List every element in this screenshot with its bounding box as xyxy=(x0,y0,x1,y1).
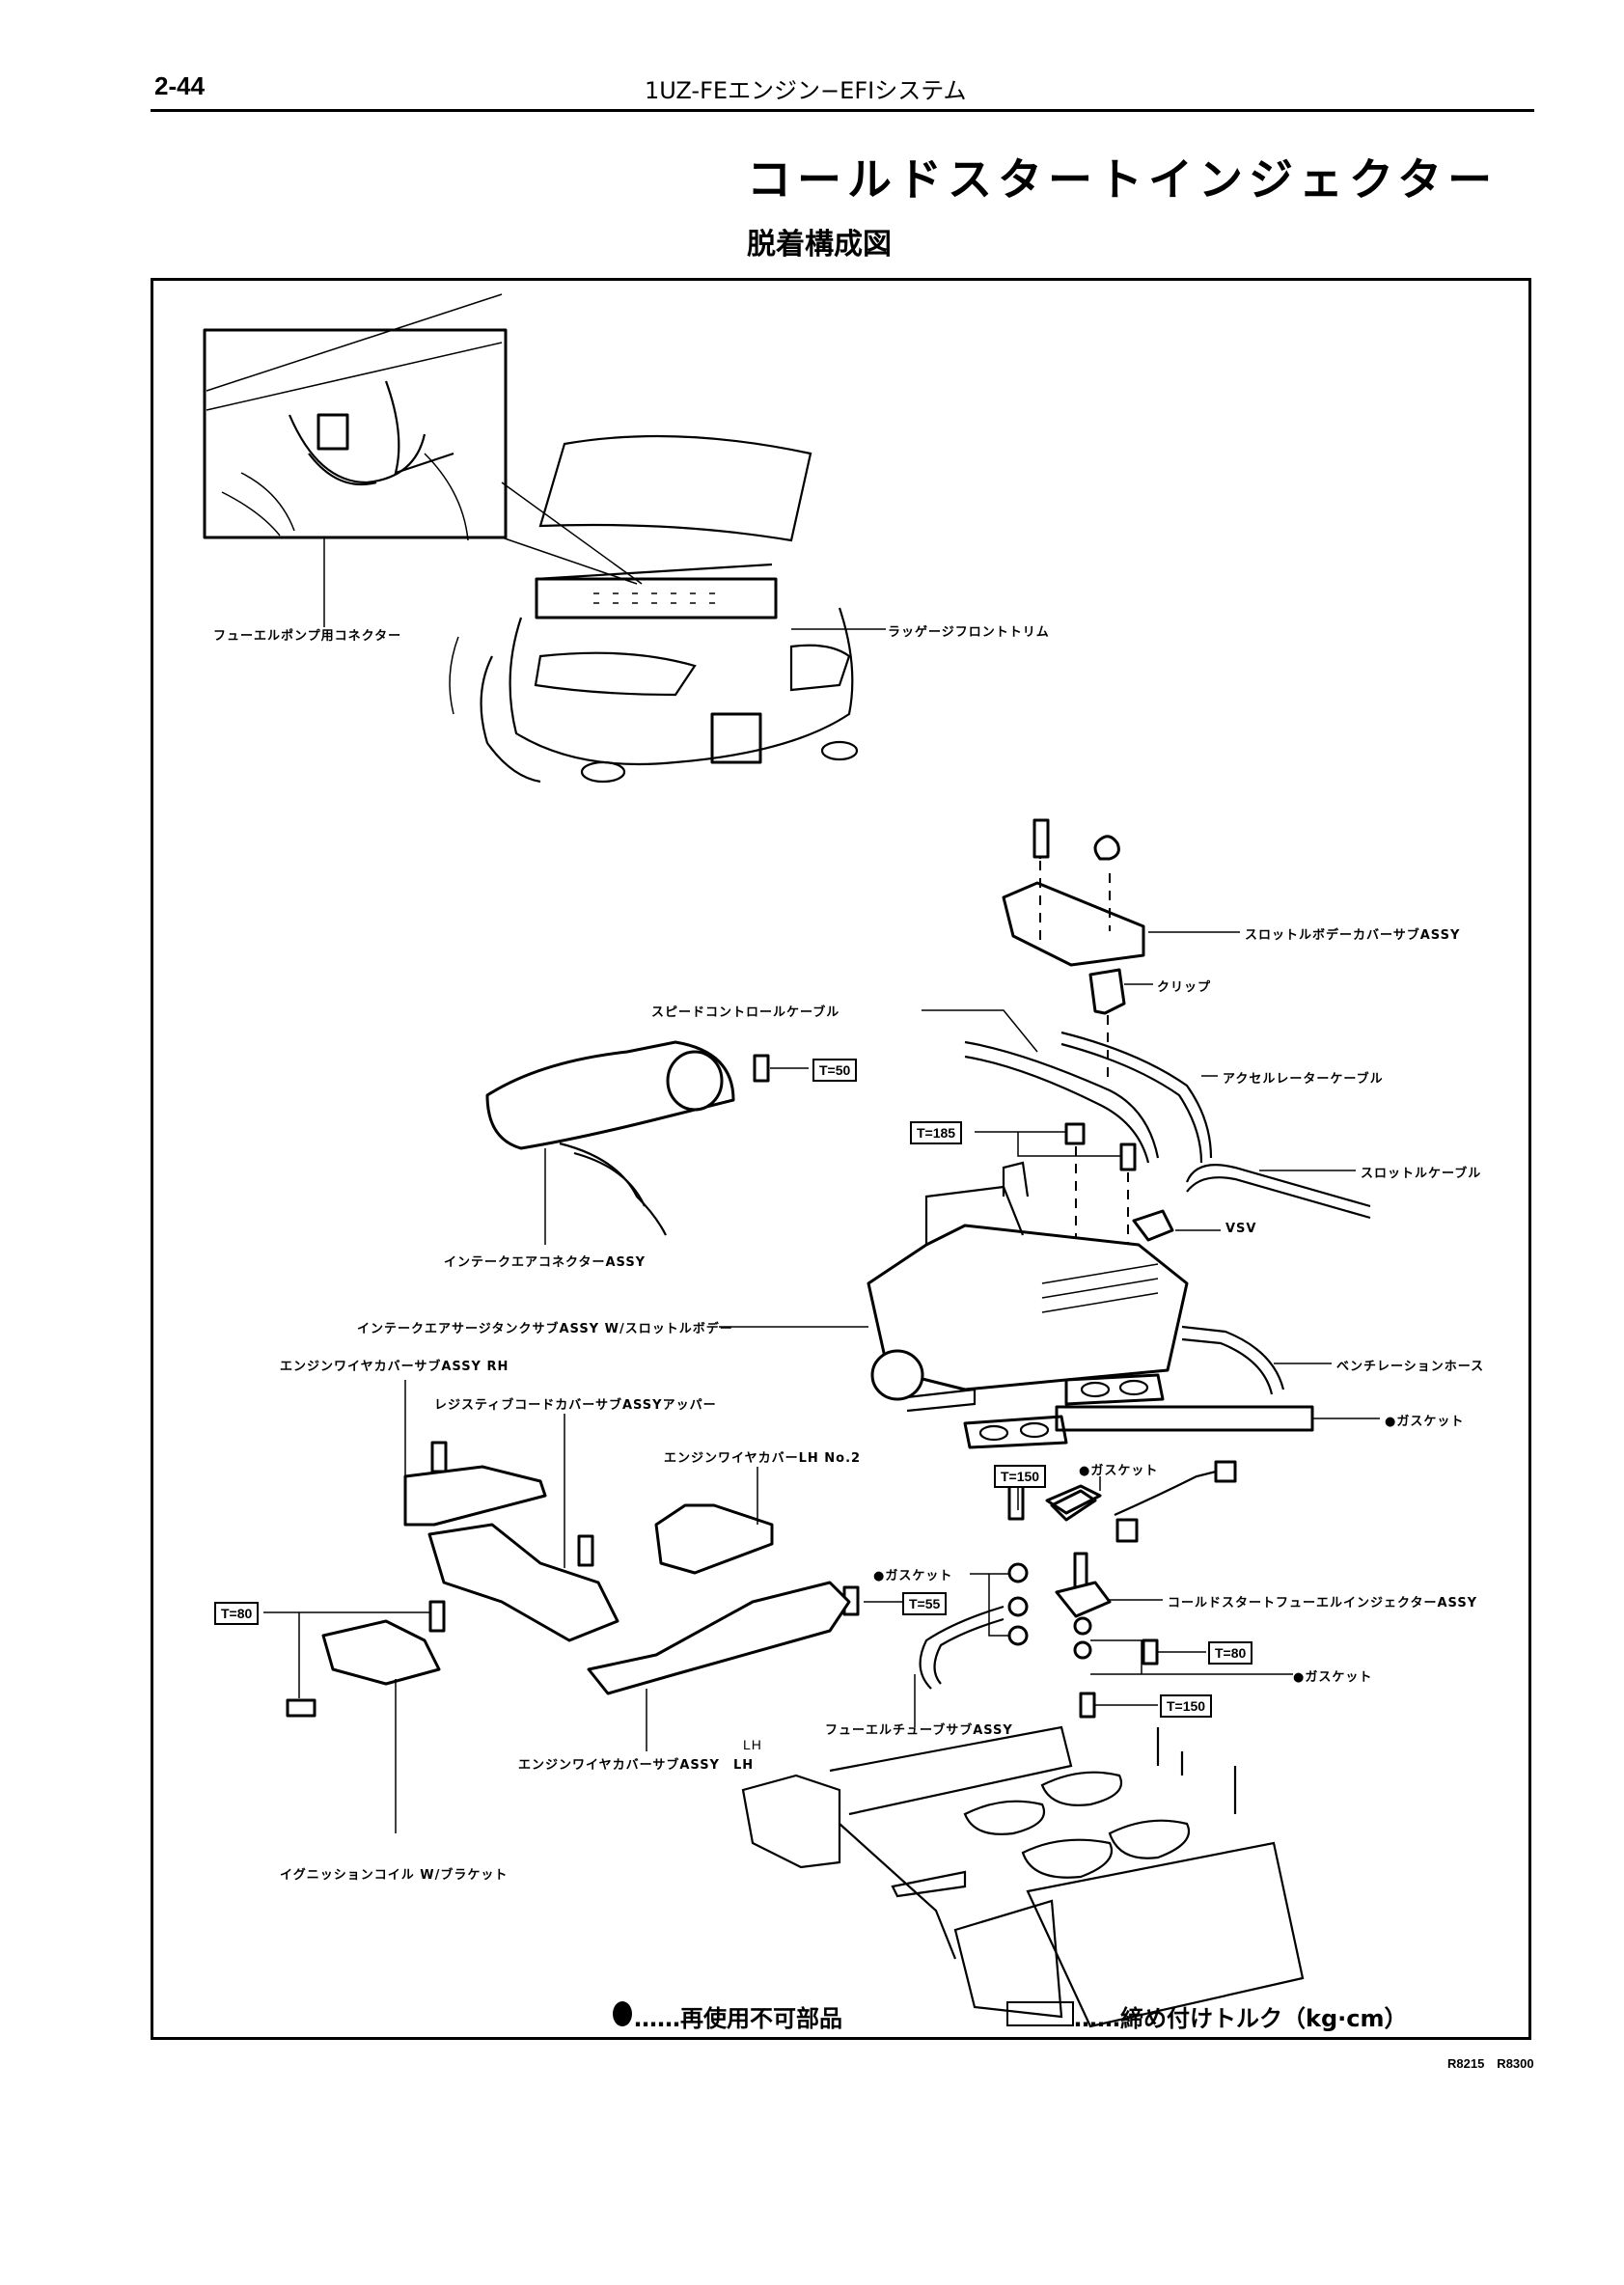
label-resistive-cord-cover: レジスティブコードカバーサブASSYアッパー xyxy=(434,1398,717,1413)
torque-box-t80-left: T=80 xyxy=(214,1602,260,1625)
resistive-cord-cover-part xyxy=(427,1523,619,1642)
label-fuel-tube: フューエルチューブサブASSY xyxy=(825,1723,1013,1738)
engine-block-illustration xyxy=(741,1725,1305,2028)
label-ignition-coil: イグニッションコイル W/ブラケット xyxy=(280,1868,509,1883)
label-gasket-union: ●ガスケット xyxy=(873,1569,953,1583)
label-vsv: VSV xyxy=(1225,1222,1257,1236)
ignition-coil-part xyxy=(321,1619,441,1686)
wire-cover-rh-part xyxy=(403,1465,547,1527)
clip-part xyxy=(1088,968,1126,1015)
section-title: 1UZ-FEエンジン−EFIシステム xyxy=(645,77,967,104)
ventilation-hose-part xyxy=(1181,1325,1285,1390)
non-reusable-dot-icon xyxy=(613,2001,632,2026)
car-rear-illustration xyxy=(449,434,859,784)
bolts xyxy=(286,1054,1159,1719)
label-throttle-body-cover: スロットルボデーカバーサブASSY xyxy=(1245,928,1461,943)
torque-box-t50: T=50 xyxy=(812,1059,858,1082)
page-number: 2-44 xyxy=(154,71,206,100)
diagram-frame xyxy=(151,278,1531,2040)
union-gaskets xyxy=(1007,1562,1029,1646)
label-accelerator-cable: アクセルレーターケーブル xyxy=(1223,1072,1384,1087)
label-clip: クリップ xyxy=(1157,980,1212,995)
torque-box-t55: T=55 xyxy=(902,1592,948,1615)
label-engine-side: LH xyxy=(743,1737,762,1752)
label-wire-cover-rh: エンジンワイヤカバーサブASSY RH xyxy=(280,1360,509,1374)
header-rule xyxy=(151,109,1534,112)
label-gasket-manifold: ●ガスケット xyxy=(1385,1415,1465,1429)
figure-codes: R8215 R8300 xyxy=(1447,2056,1534,2071)
label-wire-cover-lh-no2: エンジンワイヤカバーLH No.2 xyxy=(664,1451,862,1466)
page-subtitle: 脱着構成図 xyxy=(747,228,892,262)
wire-cover-lh-part xyxy=(587,1581,851,1695)
intake-gaskets xyxy=(963,1373,1314,1449)
label-wire-cover-lh: エンジンワイヤカバーサブASSY LH xyxy=(518,1758,755,1773)
torque-box-t150-bottom: T=150 xyxy=(1160,1694,1213,1718)
vsv-part xyxy=(1132,1209,1174,1242)
label-gasket-injector: ●ガスケット xyxy=(1079,1464,1159,1478)
intake-air-connector-part xyxy=(485,1040,735,1236)
cold-start-injector-part xyxy=(1050,1460,1237,1660)
fuel-tube-part xyxy=(919,1605,1005,1690)
label-throttle-cable: スロットルケーブル xyxy=(1361,1167,1482,1181)
page-title: コールドスタートインジェクター xyxy=(747,153,1499,206)
label-luggage-front-trim: ラッゲージフロントトリム xyxy=(888,625,1050,640)
torque-box-t80-right: T=80 xyxy=(1208,1641,1253,1665)
legend-torque: ……締め付けトルク（kg·cm） xyxy=(1074,2005,1408,2032)
label-gasket-lower: ●ガスケット xyxy=(1293,1670,1373,1685)
label-surge-tank: インテークエアサージタンクサブASSY W/スロットルボデー xyxy=(357,1322,733,1336)
label-cold-start-injector: コールドスタートフューエルインジェクターASSY xyxy=(1168,1596,1478,1611)
legend-non-reusable: ……再使用不可部品 xyxy=(634,2005,842,2032)
surge-tank-part xyxy=(867,1161,1189,1413)
inset-fuel-pump-view xyxy=(203,293,508,541)
label-ventilation-hose: ベンチレーションホース xyxy=(1336,1360,1485,1374)
torque-box-t185: T=185 xyxy=(910,1121,963,1144)
label-speed-control-cable: スピードコントロールケーブル xyxy=(651,1005,840,1020)
label-intake-air-connector: インテークエアコネクターASSY xyxy=(444,1255,647,1270)
cables xyxy=(964,1031,1371,1220)
torque-box-icon xyxy=(1006,2001,1074,2026)
wire-cover-lh-no2-part xyxy=(654,1503,774,1575)
label-fuel-pump-connector: フューエルポンプ用コネクター xyxy=(213,629,402,644)
throttle-body-cover-part xyxy=(1002,818,1145,967)
torque-box-t150-top: T=150 xyxy=(994,1465,1047,1488)
